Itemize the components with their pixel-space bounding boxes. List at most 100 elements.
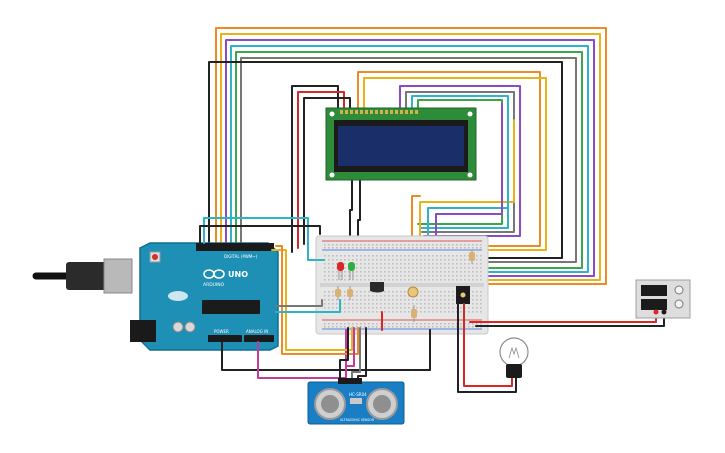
- breadboard-hole: [392, 307, 394, 309]
- breadboard-hole: [340, 255, 342, 257]
- breadboard-hole: [432, 247, 434, 249]
- breadboard-hole: [396, 279, 398, 281]
- breadboard-hole: [464, 259, 466, 261]
- breadboard-hole: [364, 291, 366, 293]
- breadboard-hole: [440, 271, 442, 273]
- breadboard-hole: [384, 307, 386, 309]
- lcd-pin: [380, 110, 383, 114]
- breadboard-hole: [436, 255, 438, 257]
- usb-connector: [103, 258, 133, 294]
- breadboard-hole: [480, 267, 482, 269]
- breadboard-hole: [400, 326, 402, 328]
- breadboard-hole: [396, 299, 398, 301]
- wire-orange-lcd-right: [411, 195, 421, 241]
- breadboard-hole: [324, 326, 326, 328]
- breadboard-hole: [436, 259, 438, 261]
- breadboard-hole: [464, 279, 466, 281]
- breadboard-hole: [376, 279, 378, 281]
- breadboard-hole: [332, 323, 334, 325]
- breadboard-hole: [364, 271, 366, 273]
- arduino-brand-label: ARDUINO: [203, 282, 225, 288]
- breadboard-hole: [432, 279, 434, 281]
- breadboard-hole: [332, 299, 334, 301]
- breadboard-hole: [384, 323, 386, 325]
- breadboard-hole: [380, 303, 382, 305]
- breadboard-hole: [336, 271, 338, 273]
- reset-button-cap[interactable]: [152, 254, 158, 260]
- breadboard-hole: [360, 244, 362, 246]
- breadboard-hole: [368, 244, 370, 246]
- breadboard-hole: [356, 311, 358, 313]
- ultrasonic-receiver: [366, 388, 398, 420]
- breadboard-hole: [372, 244, 374, 246]
- psu-knob-bottom[interactable]: [674, 299, 684, 309]
- breadboard-hole: [340, 244, 342, 246]
- breadboard-hole: [404, 326, 406, 328]
- breadboard-hole: [480, 311, 482, 313]
- breadboard-hole: [360, 267, 362, 269]
- breadboard-hole: [360, 279, 362, 281]
- breadboard-hole: [440, 259, 442, 261]
- breadboard-hole: [352, 303, 354, 305]
- breadboard-hole: [368, 323, 370, 325]
- breadboard-hole: [412, 267, 414, 269]
- lcd-screen: [338, 126, 464, 166]
- lcd-pin: [365, 110, 368, 114]
- breadboard-hole: [456, 255, 458, 257]
- wire-black-digital: [199, 225, 321, 244]
- breadboard-hole: [388, 311, 390, 313]
- breadboard-holes: [324, 244, 482, 328]
- breadboard-hole: [428, 303, 430, 305]
- breadboard-hole: [324, 299, 326, 301]
- breadboard-hole: [480, 259, 482, 261]
- breadboard-hole: [396, 267, 398, 269]
- breadboard-hole: [328, 326, 330, 328]
- breadboard-hole: [448, 326, 450, 328]
- breadboard-hole: [476, 307, 478, 309]
- breadboard-hole: [464, 247, 466, 249]
- breadboard-hole: [456, 323, 458, 325]
- breadboard-hole: [368, 271, 370, 273]
- breadboard-hole: [368, 299, 370, 301]
- breadboard-hole: [424, 244, 426, 246]
- breadboard-hole: [356, 326, 358, 328]
- wire-purple-inner: [399, 85, 521, 237]
- breadboard-hole: [476, 267, 478, 269]
- bulb-base: [506, 364, 522, 378]
- breadboard-hole: [452, 311, 454, 313]
- breadboard-hole: [332, 259, 334, 261]
- breadboard-hole: [408, 326, 410, 328]
- breadboard-hole: [416, 247, 418, 249]
- digital-header: [196, 243, 274, 251]
- breadboard-hole: [464, 255, 466, 257]
- lcd-pin: [355, 110, 358, 114]
- psu-knob-top[interactable]: [674, 285, 684, 295]
- breadboard-hole: [360, 323, 362, 325]
- breadboard-hole: [440, 267, 442, 269]
- breadboard-hole: [400, 291, 402, 293]
- breadboard-hole: [464, 244, 466, 246]
- breadboard-hole: [476, 279, 478, 281]
- ultrasonic-crystal: [350, 398, 362, 404]
- breadboard-hole: [388, 299, 390, 301]
- breadboard-hole: [408, 323, 410, 325]
- breadboard-hole: [364, 303, 366, 305]
- breadboard-hole: [460, 267, 462, 269]
- breadboard-hole: [444, 255, 446, 257]
- breadboard-hole: [460, 263, 462, 265]
- lcd-mount-hole-tr: [467, 111, 473, 117]
- breadboard-hole: [368, 307, 370, 309]
- breadboard-hole: [428, 307, 430, 309]
- light-bulb: [499, 337, 529, 378]
- breadboard-hole: [336, 267, 338, 269]
- power-jack: [130, 320, 156, 342]
- breadboard-hole: [424, 303, 426, 305]
- wire-black-lcd-down-2: [357, 177, 361, 241]
- breadboard-hole: [480, 255, 482, 257]
- breadboard-hole: [328, 263, 330, 265]
- wire-black-outer: [208, 61, 563, 259]
- breadboard-hole: [372, 259, 374, 261]
- breadboard-hole: [452, 303, 454, 305]
- breadboard-hole: [424, 299, 426, 301]
